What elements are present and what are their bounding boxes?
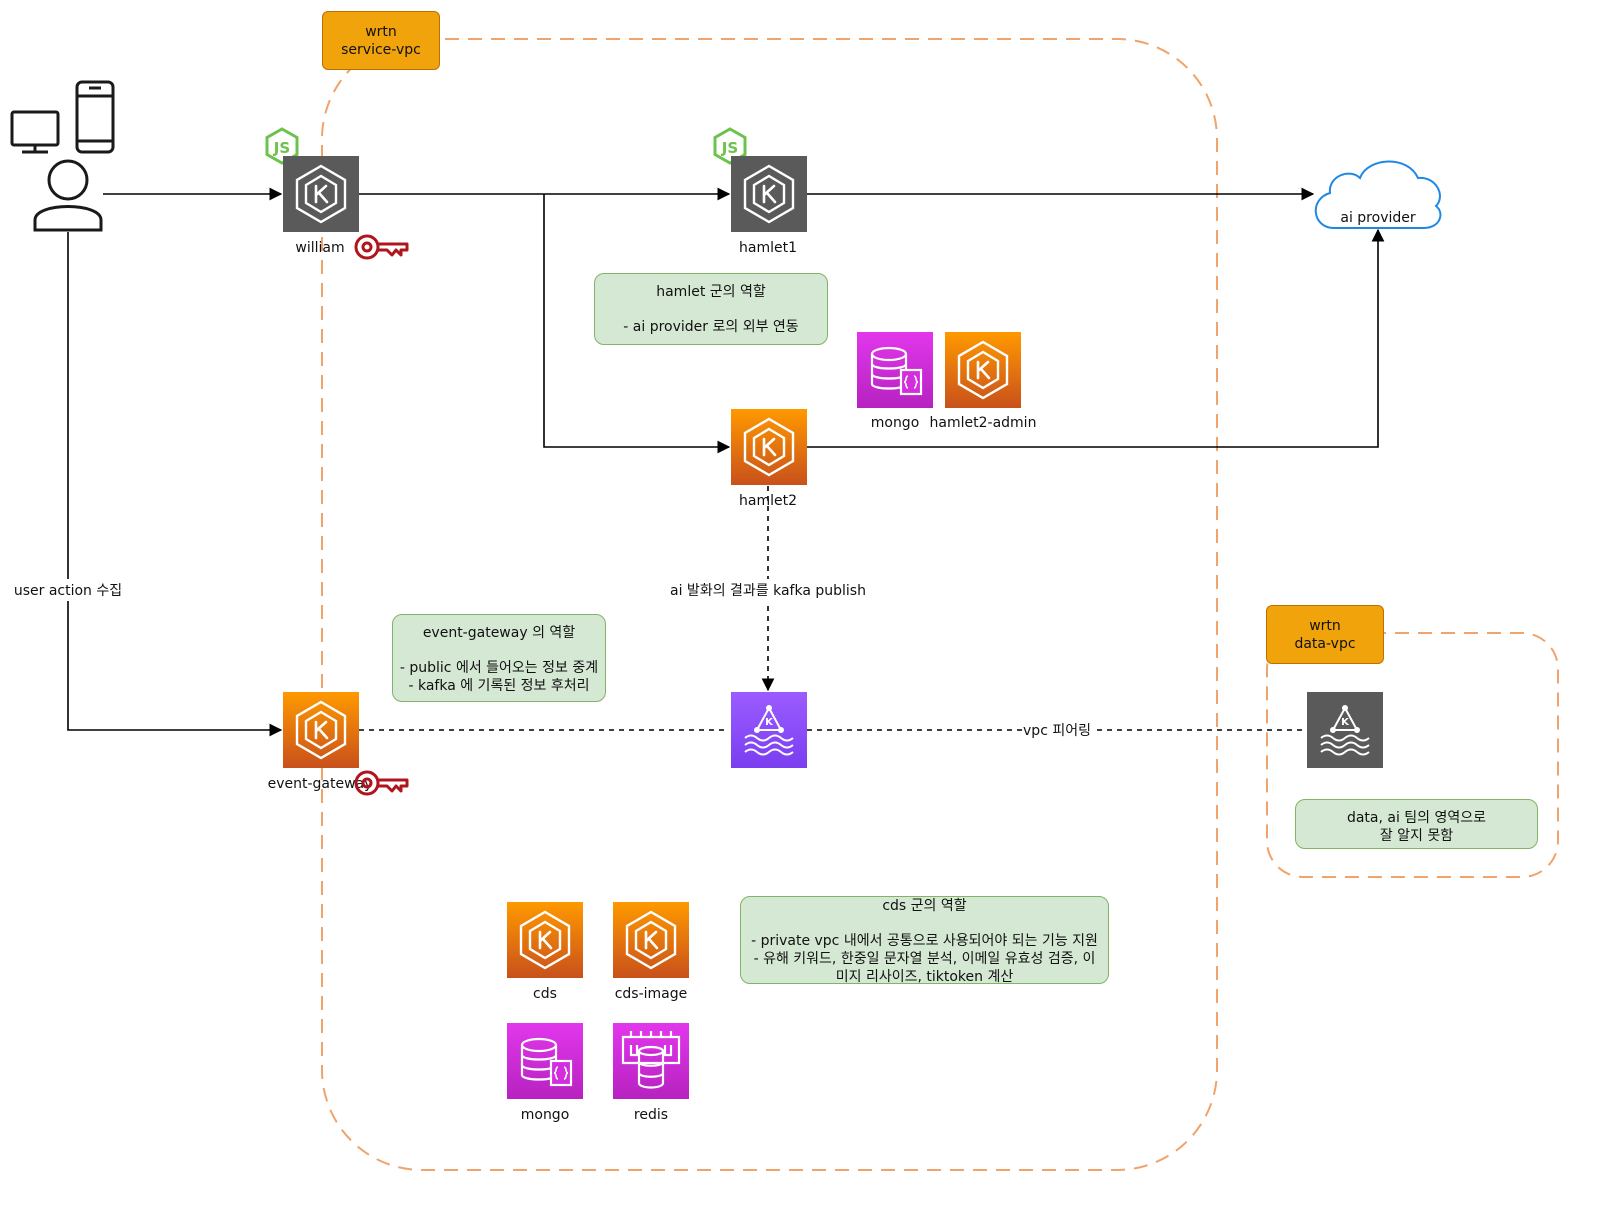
event-gateway-role-note: event-gateway 의 역할 - public 에서 들어오는 정보 중… <box>392 614 606 702</box>
mongo-bottom-documentdb-icon[interactable] <box>507 1023 583 1099</box>
hamlet2-admin-eks-icon[interactable] <box>945 332 1021 408</box>
node-label-hamlet1: hamlet1 <box>739 240 797 256</box>
hamlet-role-note: hamlet 군의 역할 - ai provider 로의 외부 연동 <box>594 273 828 345</box>
redis-elasticache-icon[interactable] <box>613 1023 689 1099</box>
data-vpc-label-line1: wrtn <box>1309 617 1341 634</box>
cds-eks-icon[interactable] <box>507 902 583 978</box>
kafka-msk-icon[interactable] <box>731 692 807 768</box>
node-label-william: william <box>295 240 344 256</box>
node-label-ai-provider: ai provider <box>1340 210 1415 226</box>
desktop-icon <box>10 110 60 154</box>
data-team-note-line: data, ai 팀의 영역으로 <box>1346 810 1487 826</box>
edge-william-to-hamlet2 <box>543 194 731 454</box>
service-vpc-boundary <box>321 38 1218 1171</box>
data-vpc-label-line2: data-vpc <box>1294 635 1356 652</box>
cds-role-note: cds 군의 역할 - private vpc 내에서 공통으로 사용되어야 되… <box>740 896 1109 985</box>
node-label-mongo-top: mongo <box>871 415 920 431</box>
node-label-hamlet2: hamlet2 <box>739 493 797 509</box>
event-gateway-note-line: - public 에서 들어오는 정보 중계 <box>399 660 599 676</box>
edge-user-to-event-gateway <box>67 232 283 737</box>
edge-label-kafka-publish: ai 발화의 결과를 kafka publish <box>670 583 866 599</box>
hamlet-note-title: hamlet 군의 역할 <box>656 284 766 300</box>
connectors <box>67 187 1385 737</box>
cds-note-line: - private vpc 내에서 공통으로 사용되어야 되는 기능 지원 <box>751 933 1098 949</box>
edge-label-user-action: user action 수집 <box>14 583 122 599</box>
william-key-icon <box>354 234 409 260</box>
service-vpc-label-line1: wrtn <box>365 23 397 40</box>
edge-label-vpc-peering: vpc 피어링 <box>1023 723 1091 739</box>
service-vpc-label-line2: service-vpc <box>341 41 421 58</box>
data-team-note-line: 잘 알지 못함 <box>1379 828 1454 844</box>
user-icon <box>33 159 103 232</box>
edge-hamlet2-to-ai-provider <box>807 228 1385 448</box>
cds-note-line: - 유해 키워드, 한중일 문자열 분석, 이메일 유효성 검증, 이 <box>753 951 1096 967</box>
hamlet1-eks-icon[interactable] <box>731 156 807 232</box>
event-gateway-note-line: - kafka 에 기록된 정보 후처리 <box>408 678 590 694</box>
event-gateway-eks-icon[interactable] <box>283 692 359 768</box>
data-vpc-label: wrtn data-vpc <box>1266 605 1384 664</box>
node-label-cds: cds <box>533 986 557 1002</box>
node-label-cds-image: cds-image <box>615 986 688 1002</box>
data-vpc-kafka-msk-icon[interactable] <box>1307 692 1383 768</box>
william-eks-icon[interactable] <box>283 156 359 232</box>
service-vpc-label: wrtn service-vpc <box>322 11 440 70</box>
node-label-mongo-bottom: mongo <box>521 1107 570 1123</box>
node-label-hamlet2-admin: hamlet2-admin <box>930 415 1037 431</box>
cds-image-eks-icon[interactable] <box>613 902 689 978</box>
cds-note-title: cds 군의 역할 <box>882 898 967 914</box>
hamlet2-eks-icon[interactable] <box>731 409 807 485</box>
mobile-icon <box>75 80 115 154</box>
cds-note-line: 미지 리사이즈, tiktoken 계산 <box>835 969 1014 985</box>
mongo-top-documentdb-icon[interactable] <box>857 332 933 408</box>
node-label-redis: redis <box>634 1107 668 1123</box>
ai-provider-cloud-icon[interactable] <box>1314 160 1442 229</box>
hamlet-note-line: - ai provider 로의 외부 연동 <box>623 319 799 335</box>
event-gateway-note-title: event-gateway 의 역할 <box>422 625 576 641</box>
data-team-note: data, ai 팀의 영역으로 잘 알지 못함 <box>1295 799 1538 849</box>
node-label-event-gateway: event-gateway <box>268 776 373 792</box>
